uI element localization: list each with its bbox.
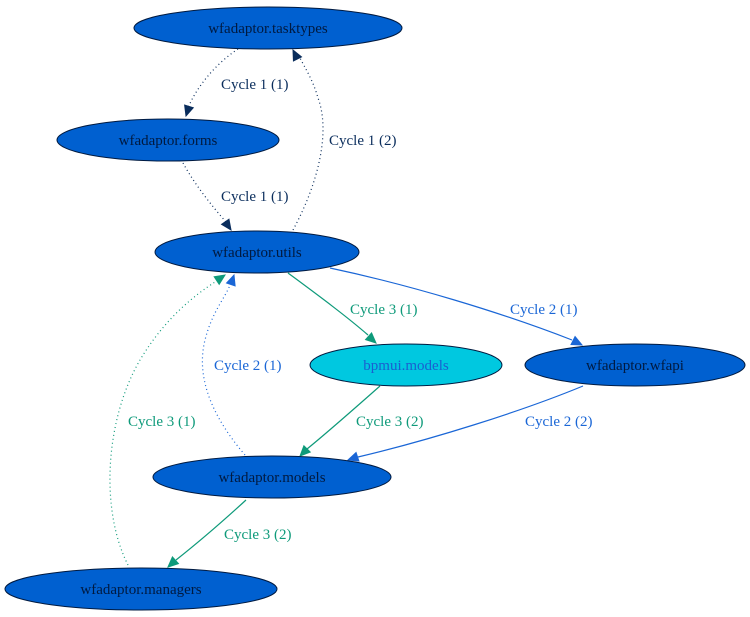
node-forms[interactable]: wfadaptor.forms	[56, 118, 280, 162]
edge-line	[201, 284, 246, 456]
node-layer: wfadaptor.tasktypes wfadaptor.forms wfadap…	[4, 6, 746, 611]
edge-layer: Cycle 1 (1) Cycle 1 (1) Cycle 1 (2) Cycle 3…	[109, 48, 592, 568]
node-shape[interactable]	[4, 567, 278, 611]
node-shape[interactable]	[154, 230, 360, 274]
edge-forms-utils: Cycle 1 (1)	[182, 162, 288, 231]
edge-arrowhead	[364, 332, 377, 344]
edge-label: Cycle 2 (1)	[510, 302, 577, 318]
node-tasktypes[interactable]: wfadaptor.tasktypes	[133, 6, 403, 50]
node-shape[interactable]	[309, 343, 503, 387]
node-label: wfadaptor.managers	[80, 582, 201, 598]
edge-utils-tasktypes: Cycle 1 (2)	[292, 48, 396, 231]
edge-arrowhead	[570, 335, 584, 346]
edge-arrowhead	[213, 274, 227, 286]
edge-utils-wfapi: Cycle 2 (1)	[329, 267, 584, 346]
edge-arrowhead	[184, 104, 195, 118]
node-shape[interactable]	[524, 343, 746, 387]
node-label: bpmui.models	[363, 358, 449, 374]
node-shape[interactable]	[133, 6, 403, 50]
edge-label: Cycle 3 (2)	[224, 527, 291, 543]
node-wfapi[interactable]: wfadaptor.wfapi	[524, 343, 746, 387]
edge-line	[287, 272, 369, 336]
edge-label: Cycle 3 (1)	[350, 302, 417, 318]
edge-line	[306, 385, 381, 450]
edge-wfapi-models: Cycle 2 (2)	[346, 385, 592, 462]
edge-tasktypes-forms: Cycle 1 (1)	[184, 48, 288, 118]
node-label: wfadaptor.utils	[212, 245, 302, 261]
edge-label: Cycle 2 (1)	[214, 358, 281, 374]
edge-line	[175, 499, 247, 561]
edge-label: Cycle 2 (2)	[525, 414, 592, 430]
edge-label: Cycle 3 (2)	[356, 414, 423, 430]
node-managers[interactable]: wfadaptor.managers	[4, 567, 278, 611]
edge-arrowhead	[220, 218, 232, 231]
node-utils[interactable]: wfadaptor.utils	[154, 230, 360, 274]
edge-label: Cycle 1 (1)	[221, 189, 288, 205]
node-label: wfadaptor.tasktypes	[208, 21, 328, 37]
edge-utils-bpmui: Cycle 3 (1)	[287, 272, 417, 344]
edge-label: Cycle 1 (2)	[329, 133, 396, 149]
edge-line	[357, 385, 584, 458]
node-shape[interactable]	[56, 118, 280, 162]
edge-arrowhead	[167, 556, 180, 568]
edge-arrowhead	[346, 451, 360, 462]
node-shape[interactable]	[152, 455, 392, 499]
node-models[interactable]: wfadaptor.models	[152, 455, 392, 499]
edge-line	[187, 48, 239, 109]
edge-models-managers: Cycle 3 (2)	[167, 499, 291, 568]
edge-managers-utils: Cycle 3 (1)	[109, 274, 227, 566]
edge-label: Cycle 3 (1)	[128, 414, 195, 430]
node-label: wfadaptor.forms	[119, 133, 218, 149]
node-label: wfadaptor.models	[218, 470, 325, 486]
node-bpmui_models[interactable]: bpmui.models	[309, 343, 503, 387]
node-label: wfadaptor.wfapi	[586, 358, 684, 374]
edge-line	[109, 281, 216, 566]
edge-models-utils: Cycle 2 (1)	[201, 273, 281, 456]
edge-bpmui-models: Cycle 3 (2)	[299, 385, 423, 457]
edge-arrowhead	[299, 444, 312, 457]
edge-arrowhead	[225, 273, 236, 287]
edge-line	[329, 267, 573, 341]
edge-arrowhead	[292, 48, 303, 62]
edge-line	[182, 162, 227, 223]
edge-line	[292, 57, 324, 231]
edge-label: Cycle 1 (1)	[221, 77, 288, 93]
